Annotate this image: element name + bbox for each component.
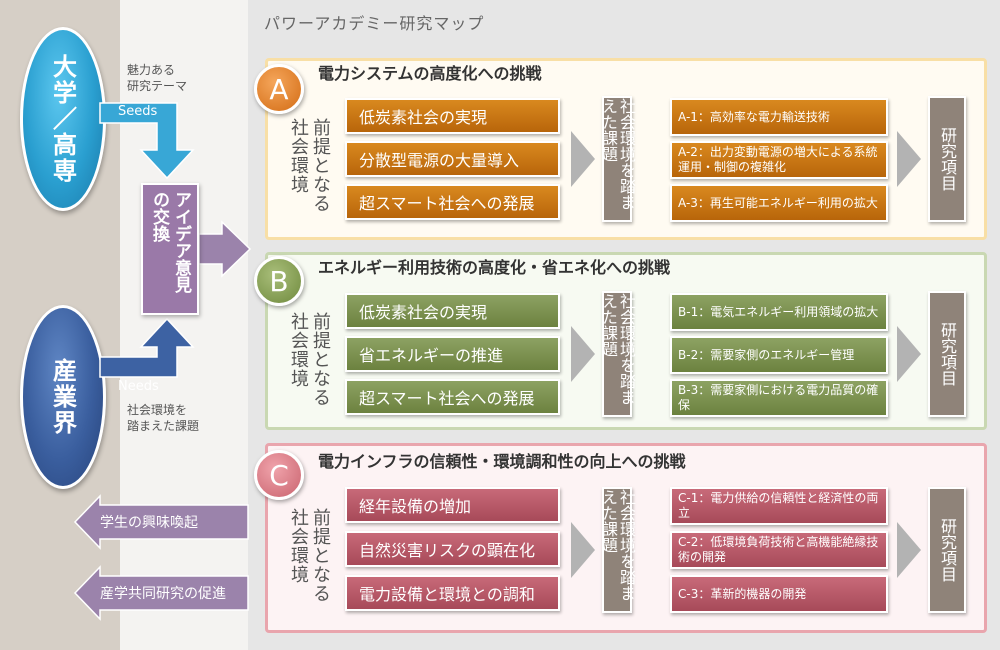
section-b-item-2: B-2：需要家側のエネルギー管理 bbox=[670, 336, 888, 374]
section-c-premise-label: 前提となる社会環境 bbox=[288, 508, 331, 603]
section-a-item-3: A-3：再生可能エネルギー利用の拡大 bbox=[670, 184, 888, 222]
section-b-premise-label: 前提となる社会環境 bbox=[288, 312, 331, 407]
section-c-research-box: 研究項目 bbox=[928, 487, 966, 613]
section-b-premise-2: 省エネルギーの推進 bbox=[345, 336, 560, 372]
section-b-research-box: 研究項目 bbox=[928, 291, 966, 417]
idea-to-map-arrow bbox=[198, 220, 252, 278]
section-c-premise-3: 電力設備と環境との調和 bbox=[345, 575, 560, 611]
section-c-item-3: C-3：革新的機器の開発 bbox=[670, 575, 888, 613]
section-a-premise-label: 前提となる社会環境 bbox=[288, 118, 331, 213]
section-a-item-2: A-2：出力変動電源の増大による系統運用・制御の複雑化 bbox=[670, 141, 888, 179]
needs-tag: Needs bbox=[118, 379, 159, 394]
out-arrow-2 bbox=[73, 565, 249, 621]
out-label-1: 学生の興味喚起 bbox=[100, 515, 198, 531]
section-a-issues-box: 社会環境を踏まえた課題 bbox=[599, 96, 636, 222]
seeds-tag: Seeds bbox=[118, 104, 158, 119]
industry-oval: 産業界 bbox=[20, 305, 106, 489]
section-b-title: エネルギー利用技術の高度化・省エネ化への挑戦 bbox=[318, 258, 671, 277]
seeds-arrow bbox=[99, 102, 195, 180]
section-b-badge: B bbox=[254, 256, 304, 306]
section-c-item-1: C-1：電力供給の信頼性と経済性の両立 bbox=[670, 487, 888, 525]
section-b-premise-3: 超スマート社会への発展 bbox=[345, 379, 560, 415]
out-label-2: 産学共同研究の促進 bbox=[100, 586, 226, 602]
section-b-issues-box: 社会環境を踏まえた課題 bbox=[599, 291, 636, 417]
section-c-premise-1: 経年設備の増加 bbox=[345, 487, 560, 523]
section-c-badge: C bbox=[254, 450, 304, 500]
flow-arrows bbox=[73, 102, 252, 621]
section-a-item-1: A-1：高効率な電力輸送技術 bbox=[670, 98, 888, 136]
section-c-issues-box: 社会環境を踏まえた課題 bbox=[599, 487, 636, 613]
seeds-description: 魅力ある 研究テーマ bbox=[127, 63, 188, 93]
section-c-item-2: C-2：低環境負荷技術と高機能絶縁技術の開発 bbox=[670, 531, 888, 569]
section-a-premise-2: 分散型電源の大量導入 bbox=[345, 141, 560, 177]
section-a-title: 電力システムの高度化への挑戦 bbox=[318, 64, 542, 83]
section-a-badge: A bbox=[254, 64, 304, 114]
out-arrow-1 bbox=[73, 494, 249, 550]
needs-arrow bbox=[99, 317, 195, 378]
idea-exchange-box: アイデア意見の交換 bbox=[141, 183, 199, 315]
section-a-premise-3: 超スマート社会への発展 bbox=[345, 184, 560, 220]
section-b-item-3: B-3：需要家側における電力品質の確保 bbox=[670, 379, 888, 417]
section-b-item-1: B-1：電気エネルギー利用領域の拡大 bbox=[670, 293, 888, 331]
section-a-research-box: 研究項目 bbox=[928, 96, 966, 222]
section-a-premise-1: 低炭素社会の実現 bbox=[345, 98, 560, 134]
needs-description: 社会環境を 踏まえた課題 bbox=[127, 403, 200, 433]
section-c-title: 電力インフラの信頼性・環境調和性の向上への挑戦 bbox=[318, 452, 686, 471]
section-b-premise-1: 低炭素社会の実現 bbox=[345, 293, 560, 329]
section-c-premise-2: 自然災害リスクの顕在化 bbox=[345, 531, 560, 567]
page-title: パワーアカデミー研究マップ bbox=[264, 14, 485, 33]
